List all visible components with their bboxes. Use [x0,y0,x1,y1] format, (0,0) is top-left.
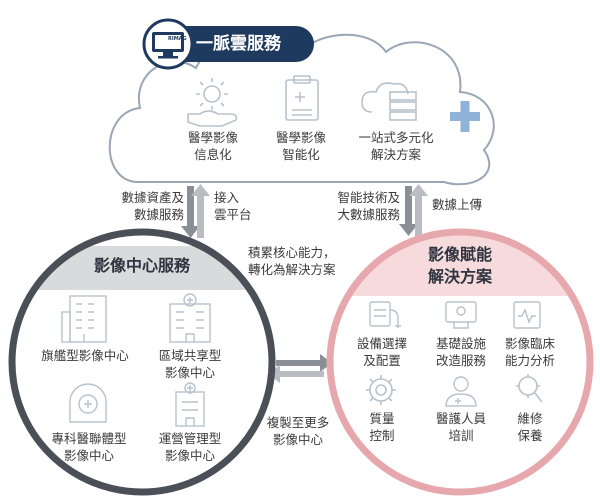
medical-staff-icon [445,376,477,407]
right-item-quality-control: 質量 控制 [369,411,395,443]
building-icon [61,295,107,343]
cloud-item-one-stop-solution: 一站式多元化 解決方案 [358,130,434,162]
arrow-horizontal-left [268,365,324,383]
label-data-assets: 數據資產及 數據服務 [121,190,184,222]
cloud-item-informatization: 醫學影像 信息化 [187,130,238,162]
arrow-horizontal-right [276,354,332,372]
cloud-server-icon [361,82,417,121]
hospital-icon [169,293,211,343]
cloud-logo-text: RIMAG [168,36,187,42]
analysis-icon [513,301,541,329]
cloud-item-intelligence: 醫學影像 智能化 [275,130,326,162]
label-accumulate-capability: 積累核心能力， 轉化為解決方案 [248,245,336,277]
label-data-upload: 數據上傳 [432,197,483,212]
document-icon [285,75,319,121]
hand-gear-icon [187,78,238,127]
right-item-clinical-analysis: 影像臨床 能力分析 [504,336,555,368]
left-item-flagship: 旗艦型影像中心 [41,348,129,363]
ct-scanner-icon [69,383,107,423]
right-item-maintenance: 維修 保養 [517,411,543,443]
clinic-icon [175,382,205,427]
monitor-icon [445,301,477,329]
cloud-title-badge [142,18,314,70]
right-circle [326,228,594,496]
cloud-title: 一脈雲服務 [196,34,281,54]
right-item-staff-training: 醫護人員 培訓 [435,411,486,443]
cloud-shape [108,28,495,186]
label-intelligent-tech: 智能技術及 大數據服務 [337,190,400,222]
left-circle-title: 影像中心服務 [93,256,190,275]
label-cloud-access: 接入 雲平台 [214,190,252,222]
arrow-left-up [191,184,210,238]
left-item-regional-shared: 區域共享型 影像中心 [158,348,222,380]
right-item-equipment: 設備選擇 及配置 [356,336,407,368]
arrow-right-down [399,186,418,236]
equipment-icon [369,301,401,328]
quality-gear-icon [366,375,396,405]
left-item-specialty-alliance: 專科醫聯體型 影像中心 [51,431,127,463]
right-item-infrastructure: 基礎設施 改造服務 [435,336,486,368]
label-replicate-centers: 複製至更多 影像中心 [266,415,330,447]
right-circle-title: 影像賦能 解決方案 [427,245,492,286]
left-item-operation-management: 運營管理型 影像中心 [158,431,222,463]
maintenance-icon [516,374,543,403]
plus-icon [450,101,480,132]
arrow-right-up [409,184,428,238]
arrow-left-down [181,186,200,238]
